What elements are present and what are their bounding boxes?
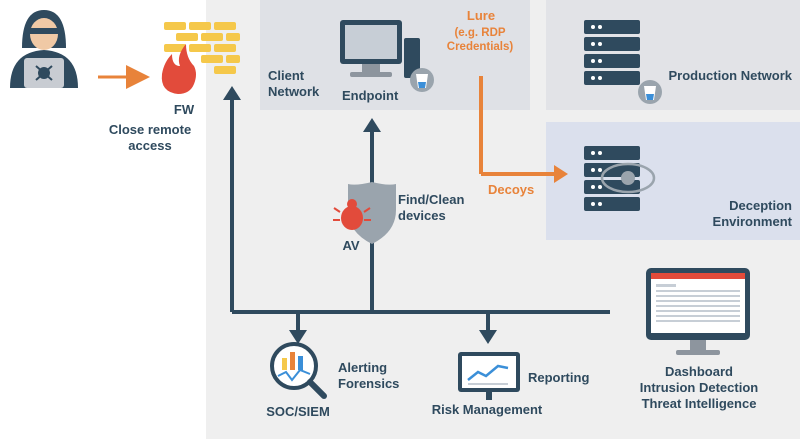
arrow-to-fw (223, 86, 241, 100)
server-rack-icon (584, 20, 662, 104)
shield-bug-icon (333, 182, 396, 244)
risk-management-label: Risk Management (431, 402, 543, 417)
hacker-icon (10, 10, 78, 88)
arrow-to-risk (479, 330, 497, 344)
dashboard-monitor-icon (646, 268, 750, 355)
deception-server-icon (584, 146, 656, 211)
endpoint-label: Endpoint (342, 88, 399, 103)
production-network-label: Production Network (668, 68, 792, 83)
lure-path (479, 76, 556, 176)
av-action-label: Find/Clean devices (398, 192, 465, 223)
fw-action-label: Close remote access (108, 122, 192, 153)
arrow-to-endpoint (363, 118, 381, 132)
arrow-to-soc (289, 330, 307, 344)
report-board-icon (458, 352, 520, 400)
dashboard-line2: Intrusion Detection (639, 380, 759, 395)
dashboard-line3: Threat Intelligence (641, 396, 757, 411)
decoys-label: Decoys (488, 182, 535, 197)
dashboard-title: Dashboard (665, 364, 733, 379)
deception-environment-label: Deception Environment (712, 198, 792, 229)
decoy-arrow (554, 165, 568, 183)
lure-detail: (e.g. RDP Credentials) (446, 27, 514, 53)
soc-label: SOC/SIEM (266, 404, 330, 419)
av-label: AV (342, 238, 360, 253)
soc-magnifier-icon (270, 342, 327, 399)
firewall-icon (161, 22, 240, 94)
reporting-label: Reporting (528, 370, 590, 385)
client-network-label: Client Network (268, 68, 320, 99)
soc-action-label: Alerting Forensics (338, 360, 400, 391)
endpoint-computer-icon (340, 20, 434, 92)
lure-title: Lure (466, 8, 496, 23)
fw-label: FW (173, 102, 195, 117)
